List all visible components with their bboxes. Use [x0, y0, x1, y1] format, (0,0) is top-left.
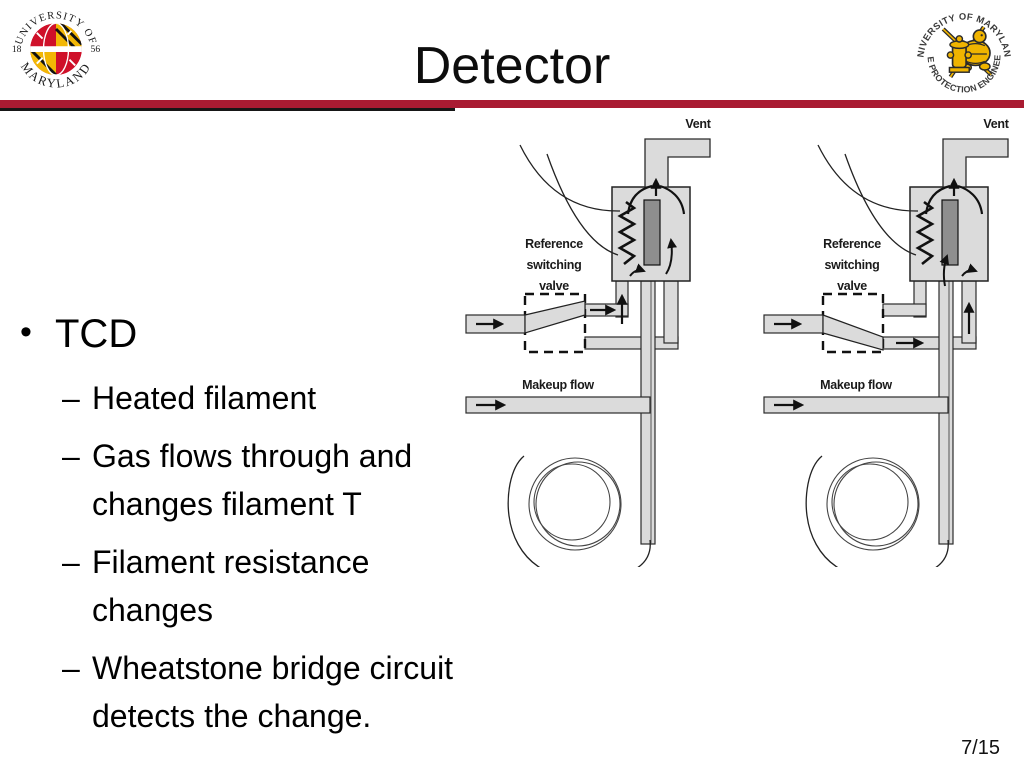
- dash-marker: –: [62, 380, 80, 416]
- sub-bullet-line: Gas flows through and: [92, 438, 413, 474]
- bullet-list: • TCD – Heated filament – Gas flows thro…: [20, 310, 565, 750]
- flow-arrow-curve-up: [665, 238, 678, 275]
- sub-bullet-line: changes filament T: [92, 486, 362, 522]
- flow-arrow-curve: [961, 263, 978, 277]
- sub-bullet-line: Wheatstone bridge circuit: [92, 650, 454, 686]
- page-title: Detector: [413, 37, 611, 95]
- sub-bullet-heated-filament: – Heated filament: [62, 374, 565, 422]
- bullet-marker: •: [20, 313, 32, 351]
- bullet-text: TCD: [55, 312, 138, 356]
- bullet-item-tcd: • TCD: [20, 310, 565, 358]
- valve-flapper: [822, 314, 884, 351]
- sub-bullet-line: Heated filament: [92, 380, 317, 416]
- page-number: 7/15: [961, 737, 1000, 759]
- valve-position-sample: [822, 254, 978, 351]
- fpe-terrapin-art: [941, 25, 993, 79]
- sub-bullet-gas-flows: – Gas flows through and changes filament…: [62, 432, 565, 528]
- sub-bullet-line: detects the change.: [92, 698, 372, 734]
- flow-arrow-curve: [629, 263, 646, 277]
- seal-globe: [30, 23, 82, 76]
- tcd-diagram-left: Vent Reference switching valve Makeup fl…: [458, 112, 733, 567]
- tcd-diagram-right: [756, 112, 1024, 567]
- header-rule-red: [0, 100, 1024, 108]
- seal-year-left: 18: [12, 44, 22, 55]
- fpe-logo: UNIVERSITY OF MARYLAND FIRE PROTECTION E…: [912, 2, 1012, 95]
- sub-bullet-line: changes: [92, 592, 213, 628]
- dash-marker: –: [62, 650, 80, 686]
- sub-bullet-wheatstone: – Wheatstone bridge circuit detects the …: [62, 644, 565, 740]
- umd-seal-logo: UNIVERSITY OF MARYLAND 18 56: [12, 10, 101, 91]
- seal-year-right: 56: [91, 44, 101, 55]
- dash-marker: –: [62, 438, 80, 474]
- dash-marker: –: [62, 544, 80, 580]
- sub-bullet-line: Filament resistance: [92, 544, 370, 580]
- valve-position-reference: [524, 238, 678, 334]
- valve-flapper: [524, 300, 586, 334]
- title-underline-accent: [0, 108, 455, 111]
- flow-arrow-curve-up: [939, 254, 950, 287]
- sub-bullet-filament-resistance: – Filament resistance changes: [62, 538, 565, 634]
